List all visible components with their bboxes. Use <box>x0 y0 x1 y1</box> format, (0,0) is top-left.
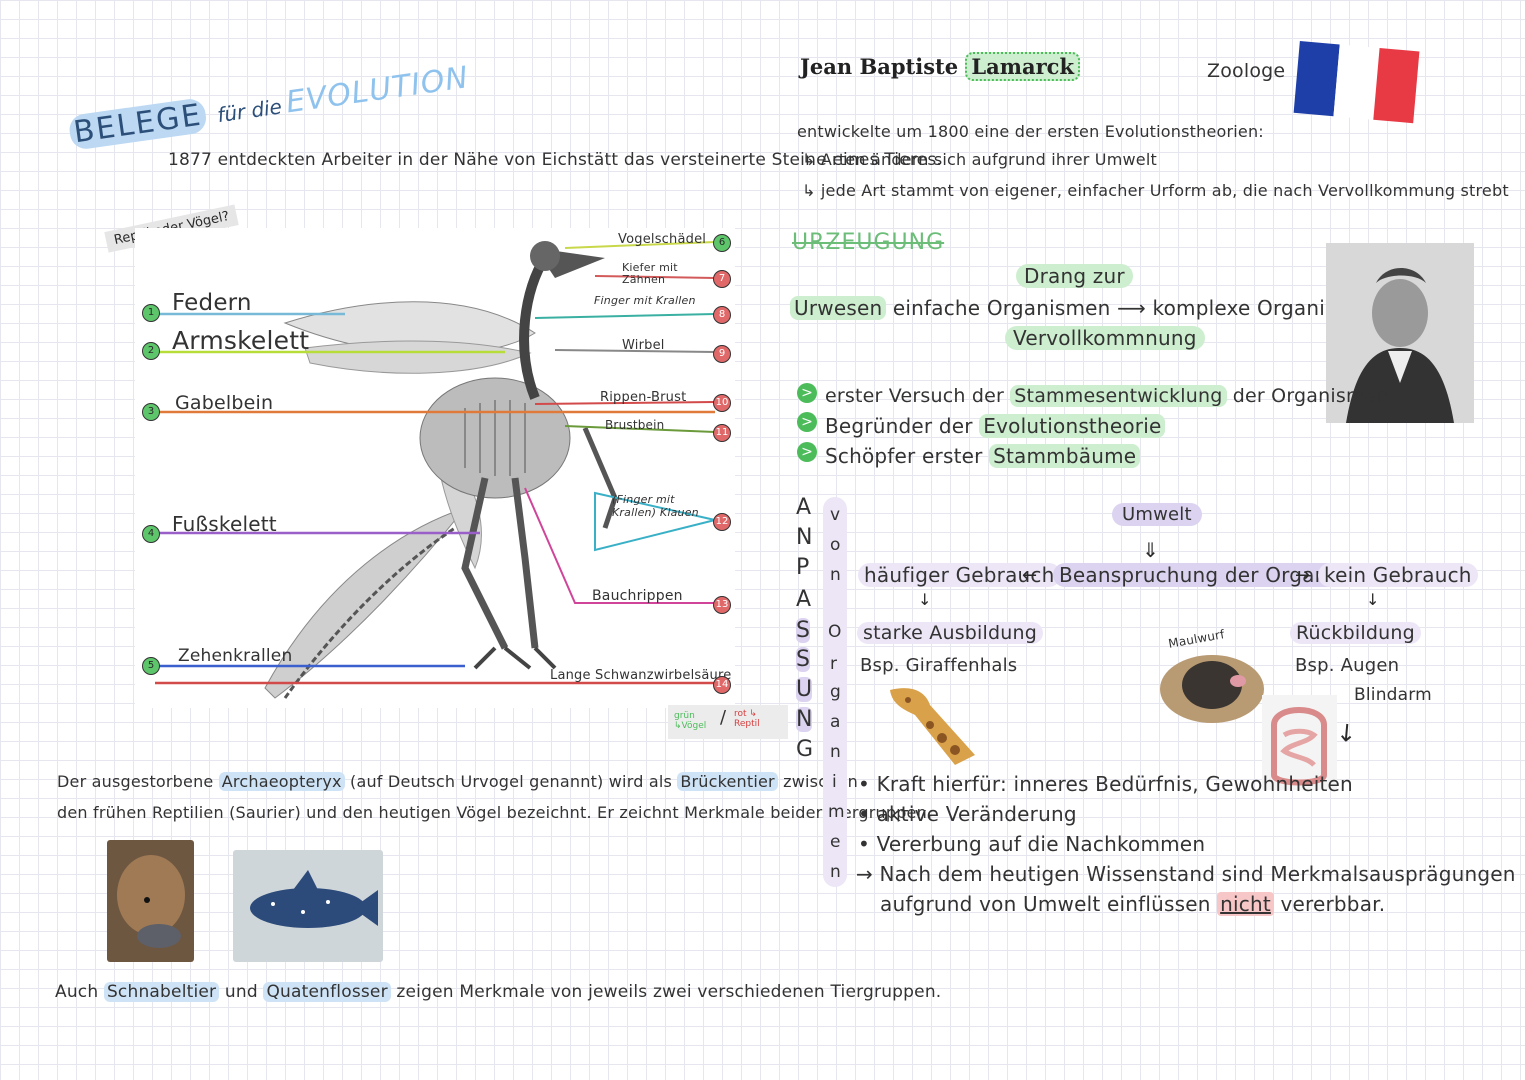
label-klauen: (Finger mit Krallen) Klauen <box>612 493 699 519</box>
urwesen-line: Urwesen einfache Organismen ⟶ komplexe O… <box>790 296 1381 320</box>
term-urwesen: Urwesen <box>790 296 887 320</box>
von-organismen-band <box>823 497 847 887</box>
term-schnabeltier: Schnabeltier <box>103 982 220 1002</box>
label-brustbein: Brustbein <box>605 418 665 432</box>
badge-1: 1 <box>142 304 160 322</box>
badge-5: 5 <box>142 657 160 675</box>
umwelt-einfluss-line: aufgrund von Umwelt einflüssen nicht ver… <box>880 892 1386 916</box>
giraffe-illustration <box>890 688 975 765</box>
badge-2: 2 <box>142 342 160 360</box>
intestine-illustration <box>1262 695 1337 790</box>
term-nicht: nicht <box>1217 892 1274 916</box>
badge-4: 4 <box>142 525 160 543</box>
bullet-1: > <box>797 383 817 403</box>
arrow-down-left: ↓ <box>918 590 932 609</box>
badge-12: 12 <box>713 513 731 531</box>
vervollkommnung: Vervollkommnung <box>1005 326 1205 350</box>
maulwurf-photo <box>1160 655 1264 723</box>
label-rippen-brust: Rippen-Brust <box>600 390 687 405</box>
intro-line-1: entwickelte um 1800 eine der ersten Evol… <box>797 122 1264 141</box>
schnabeltier-photo <box>107 840 194 962</box>
urzeugung-struck: URZEUGUNG <box>792 230 945 255</box>
anpassung-vertical: A N P A S S U N G <box>796 495 814 762</box>
role-zoologe: Zoologe <box>1207 60 1286 82</box>
term-archaeopteryx: Archaeopteryx <box>218 772 345 791</box>
schnabeltier-paragraph: Auch Schnabeltier und Quatenflosser zeig… <box>55 982 942 1002</box>
legend-red: rot ↳ Reptil <box>734 709 760 729</box>
arrow-left: ← <box>1022 565 1038 586</box>
badge-6: 6 <box>713 234 731 252</box>
badge-14: 14 <box>713 676 731 694</box>
label-lines <box>155 241 716 685</box>
arrow-down-umwelt: ⇓ <box>1142 538 1159 562</box>
badge-9: 9 <box>713 345 731 363</box>
archaeopteryx-paragraph-line2: den frühen Reptilien (Saurier) und den h… <box>57 803 933 822</box>
legend-green: grün ↳Vögel <box>674 711 707 731</box>
haeufiger-gebrauch: häufiger Gebrauch <box>858 563 1061 587</box>
kein-gebrauch: kein Gebrauch <box>1318 563 1478 587</box>
label-finger-krallen: Finger mit Krallen <box>594 294 696 307</box>
bsp-augen: Bsp. Augen <box>1295 655 1400 676</box>
label-armskelett: Armskelett <box>172 326 310 355</box>
starke-ausbildung: starke Ausbildung <box>857 622 1044 644</box>
bsp-giraffenhals: Bsp. Giraffenhals <box>860 655 1018 676</box>
bullet-3: > <box>797 442 817 462</box>
french-flag <box>1293 41 1420 124</box>
color-legend: grün ↳Vögel / rot ↳ Reptil <box>668 705 788 739</box>
intro-text: 1877 entdeckten Arbeiter in der Nähe von… <box>168 150 943 170</box>
arrow-right: → <box>1295 565 1311 586</box>
badge-11: 11 <box>713 424 731 442</box>
bullet-text-3: Schöpfer erster Stammbäume <box>825 444 1141 468</box>
bullet-text-1: erster Versuch der Stammesentwicklung de… <box>825 385 1389 407</box>
page-title: Jean Baptiste Lamarck <box>800 52 1081 81</box>
title-mid: für die <box>215 94 284 128</box>
rueckbildung: Rückbildung <box>1290 622 1421 644</box>
badge-3: 3 <box>142 403 160 421</box>
badge-13: 13 <box>713 596 731 614</box>
badge-7: 7 <box>713 270 731 288</box>
label-fussskelett: Fußskelett <box>172 512 277 536</box>
umwelt-box: Umwelt <box>1112 503 1202 526</box>
badge-8: 8 <box>713 306 731 324</box>
label-federn: Federn <box>172 290 252 316</box>
blindarm: Blindarm <box>1354 685 1432 705</box>
label-kiefer: Kiefer mit Zähnen <box>622 261 678 286</box>
intro-line-2: ↳ Arten ändern sich aufgrund ihrer Umwel… <box>802 150 1157 169</box>
archaeopteryx-paragraph-line1: Der ausgestorbene Archaeopteryx (auf Deu… <box>57 772 858 791</box>
label-schwanzwirbelsaeule: Lange Schwanzwirbelsäure <box>550 668 732 683</box>
lamarck-portrait <box>1326 243 1474 423</box>
label-bauchrippen: Bauchrippen <box>592 588 683 604</box>
term-quastenflosser: Quatenflosser <box>263 982 391 1002</box>
label-zehenkrallen: Zehenkrallen <box>178 646 293 666</box>
vererbung-line: • Vererbung auf die Nachkommen <box>858 832 1206 856</box>
aktive-line: • aktive Veränderung <box>858 802 1077 826</box>
bullet-text-2: Begründer der Evolutionstheorie <box>825 414 1166 438</box>
title-end: EVOLUTION <box>283 60 471 121</box>
term-brueckentier: Brückentier <box>677 772 778 791</box>
title-belege: BELEGE für die EVOLUTION <box>67 60 471 151</box>
drang-zur: Drang zur <box>1016 264 1133 288</box>
heutiger-stand-line: → Nach dem heutigen Wissenstand sind Mer… <box>856 862 1516 886</box>
beanspruchung: Beanspruchung der Organe <box>1053 563 1346 587</box>
name-lamarck: Lamarck <box>965 52 1081 81</box>
kraft-line: • Kraft hierfür: inneres Bedürfnis, Gewo… <box>858 772 1353 796</box>
badge-10: 10 <box>713 394 731 412</box>
label-vogelschaedel: Vogelschädel <box>618 232 707 247</box>
label-wirbel: Wirbel <box>622 338 665 353</box>
bullet-2: > <box>797 412 817 432</box>
intro-line-3: ↳ jede Art stammt von eigener, einfacher… <box>802 181 1509 200</box>
quastenflosser-photo <box>233 850 383 962</box>
arrow-down-right: ↓ <box>1366 590 1380 609</box>
label-gabelbein: Gabelbein <box>175 392 274 414</box>
title-main: BELEGE <box>67 97 209 151</box>
